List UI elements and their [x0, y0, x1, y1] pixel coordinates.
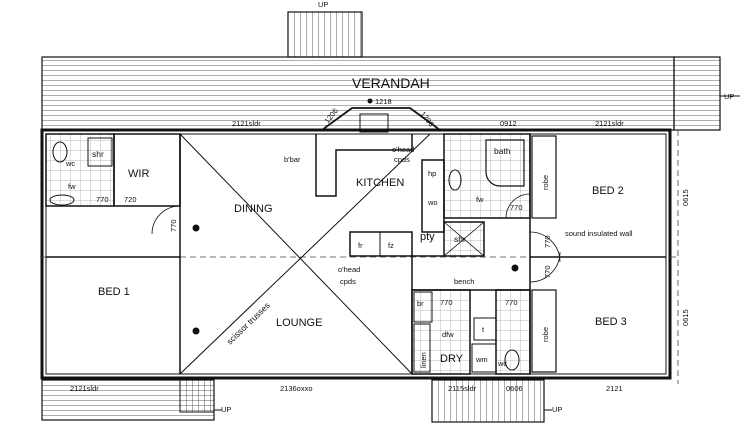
stairs-right — [673, 56, 721, 131]
verandah-deck — [41, 56, 675, 131]
label-wir: WIR — [128, 168, 149, 180]
label-linen: linen — [419, 352, 428, 368]
dim-1218: 1218 — [375, 97, 392, 106]
dim-0615-b: 0615 — [681, 309, 690, 326]
label-dining: DINING — [234, 203, 273, 215]
label-up-right: UP — [724, 92, 734, 101]
label-bbar: b'bar — [284, 155, 301, 164]
label-t: t — [482, 325, 485, 334]
label-shr2: shr — [454, 234, 466, 244]
label-robe2: robe — [541, 327, 550, 342]
label-scissor-trusses: scissor trusses — [224, 300, 271, 346]
label-ohead1: o'head — [392, 145, 414, 154]
dim-0615-a: 0615 — [681, 189, 690, 206]
dim-770-laundry: 770 — [440, 298, 453, 307]
ensuite-2 — [495, 289, 531, 375]
label-bath: bath — [494, 146, 511, 156]
dim-770-wir: 770 — [96, 195, 109, 204]
label-br: br — [417, 299, 424, 308]
label-fz: fz — [388, 241, 394, 250]
label-wc2: wc — [497, 359, 507, 368]
label-hp: hp — [428, 169, 436, 178]
label-cpds1: cpds — [394, 155, 410, 164]
label-bed3: BED 3 — [595, 316, 627, 328]
label-up-bottom-right: UP — [552, 405, 562, 414]
label-lounge: LOUNGE — [276, 317, 322, 329]
dim-720: 720 — [124, 195, 137, 204]
dim-2136oxxo: 2136oxxo — [280, 384, 313, 393]
label-cpds2: cpds — [340, 277, 356, 286]
ensuite-1 — [45, 133, 115, 207]
dim-770-hall1: 770 — [543, 235, 552, 248]
stairs-bottom-left-landing — [179, 379, 215, 413]
label-robe1: robe — [541, 175, 550, 190]
dim-2121sldr-bl: 2121sldr — [70, 384, 99, 393]
dim-2121-br: 2121 — [606, 384, 623, 393]
dim-770-bed3: 770 — [505, 298, 518, 307]
dim-770-bath: 770 — [510, 203, 523, 212]
truss-line-2 — [179, 133, 431, 375]
label-pty: pty — [420, 231, 435, 243]
label-sound-wall: sound insulated wall — [565, 229, 633, 238]
stairs-top — [287, 11, 363, 58]
truss-line-1 — [179, 133, 413, 375]
label-fw1: fw — [68, 182, 76, 191]
label-shr1: shr — [92, 149, 104, 159]
label-wo: wo — [427, 198, 438, 207]
label-bench: bench — [454, 277, 474, 286]
label-dry: DRY — [440, 353, 464, 365]
label-bed2: BED 2 — [592, 185, 624, 197]
label-wm: wm — [475, 355, 488, 364]
label-wc1: wc — [65, 159, 75, 168]
stairs-bottom-right — [431, 379, 545, 423]
dim-0912: 0912 — [500, 119, 517, 128]
dim-2115sldr: 2115sldr — [448, 384, 477, 393]
dim-2121sldr-tl: 2121sldr — [232, 119, 261, 128]
external-walls — [40, 128, 672, 380]
dim-0606: 0606 — [506, 384, 523, 393]
label-bed1: BED 1 — [98, 286, 130, 298]
label-up-bottom-left: UP — [221, 405, 231, 414]
label-fr: fr — [358, 241, 363, 250]
dim-770-dining: 770 — [169, 219, 178, 232]
label-dfw: dfw — [442, 330, 454, 339]
label-verandah: VERANDAH — [352, 75, 430, 91]
label-ohead2: o'head — [338, 265, 360, 274]
label-kitchen: KITCHEN — [356, 177, 404, 189]
dim-2121sldr-tr: 2121sldr — [595, 119, 624, 128]
label-up-top: UP — [318, 0, 328, 9]
label-fw2: fw — [476, 195, 484, 204]
dim-770-hall2: 770 — [543, 265, 552, 278]
